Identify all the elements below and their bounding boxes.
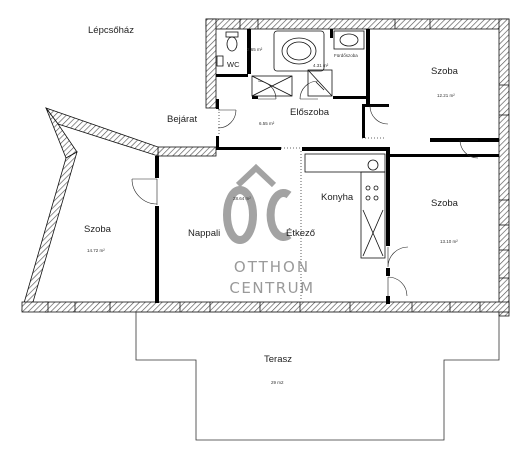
watermark-line2: CENTRUM — [229, 279, 315, 297]
sink-icon — [339, 33, 359, 47]
room-e-area: 13.10 m² — [440, 239, 458, 244]
windows — [74, 19, 509, 312]
bathroom-label: Fürdőszoba — [334, 53, 358, 58]
toilet-tank-icon — [225, 31, 239, 38]
watermark-line1: OTTHON — [233, 258, 311, 276]
fixtures — [216, 30, 386, 259]
hall-label: Előszoba — [290, 107, 330, 118]
kitchen-label: Konyha — [321, 192, 354, 203]
kitchen-sink-icon — [367, 159, 379, 171]
toilet-icon — [226, 36, 238, 52]
room-ne-area: 12.21 m² — [437, 93, 455, 98]
terrace-area: 29 m2 — [271, 380, 284, 385]
terrace-label: Terasz — [264, 354, 292, 365]
entrance-label: Bejárat — [167, 114, 198, 125]
hall-area: 6.55 m² — [259, 121, 275, 126]
room-ne-label: Szoba — [431, 66, 458, 77]
living-label: Nappali — [188, 228, 221, 239]
room-w-area: 14.72 m² — [87, 248, 105, 253]
watermark-logo — [223, 163, 292, 244]
stove-icon — [365, 185, 379, 201]
terrace-outline — [135, 311, 500, 441]
bathtub-icon — [273, 30, 325, 72]
dining-label: Étkező — [286, 228, 316, 239]
openings — [218, 109, 386, 300]
wc-label: WC — [227, 60, 240, 69]
exterior-walls — [21, 18, 510, 317]
stairwell-label: Lépcsőház — [88, 25, 134, 36]
doors — [131, 80, 479, 297]
wc-area: 2.65 m² — [247, 47, 263, 52]
living-area: 28.64 m² — [233, 196, 251, 201]
room-e-label: Szoba — [431, 198, 458, 209]
room-w-label: Szoba — [84, 224, 111, 235]
bathroom-area: 4.31 m² — [313, 63, 329, 68]
